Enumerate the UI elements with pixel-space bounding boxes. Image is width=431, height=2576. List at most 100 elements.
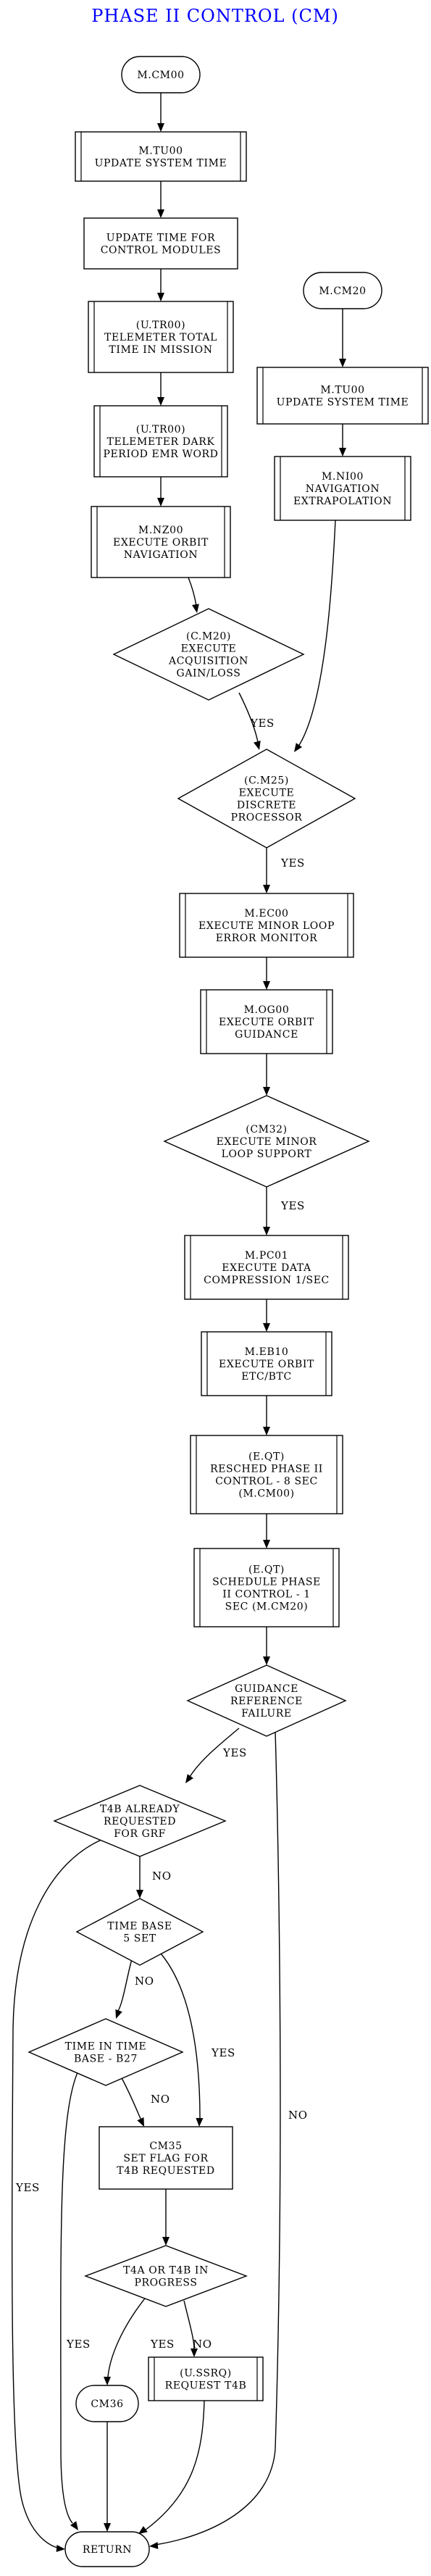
edge-ni00-cm25-line [298, 520, 336, 747]
edge-guidance-t4b-arrowhead [185, 1774, 193, 1783]
edge-ec00-og00-arrowhead [263, 981, 270, 990]
edge-timeinbase-return-line [60, 2070, 79, 2524]
node-m-nz00-label-0: M.NZ00 [138, 525, 183, 536]
node-return: RETURN [64, 2531, 150, 2567]
edge-cm35-t4a-arrowhead [162, 2237, 170, 2246]
edge-t4a-ussrq-arrowhead [191, 2348, 198, 2357]
node-c-m25-label-3: PROCESSOR [231, 812, 303, 824]
edge-label-c-m25-yes: YES [280, 856, 305, 870]
node-t4b-requested-label-0: T4B ALREADY [100, 1804, 180, 1815]
node-c-m20-label-0: (C.M20) [186, 631, 231, 643]
node-t4b-requested-label-1: REQUESTED [104, 1816, 176, 1827]
edge-timeinbase-return [60, 2070, 79, 2530]
node-time-base-label-0: TIME BASE [107, 1921, 172, 1933]
node-t4a-t4b-label-0: T4A OR T4B IN [123, 2265, 209, 2277]
node-m-ni00-label-0: M.NI00 [322, 471, 364, 483]
edge-tu00b-ni00 [339, 424, 346, 457]
node-c-m25-label-0: (C.M25) [244, 775, 289, 787]
edge-eqt8-eqt1-arrowhead [263, 1540, 270, 1548]
edges [11, 93, 346, 2552]
edge-guidance-return [149, 1730, 281, 2549]
edge-timebase-timeinbase-line [117, 1959, 133, 2012]
edge-guidance-return-line [154, 1730, 281, 2546]
node-m-eb10-label-2: ETC/BTC [241, 1371, 292, 1383]
node-m-tu00-a-label-0: M.TU00 [138, 146, 183, 157]
node-m-og00-box [200, 989, 333, 1054]
node-m-ec00-label-1: EXECUTE MINOR LOOP [198, 920, 335, 932]
edge-tu00-updatetime [157, 181, 164, 218]
node-guidance-ref-diamond [186, 1664, 347, 1737]
edge-nz00-cm20 [188, 577, 199, 613]
edge-pc01-eb10 [263, 1299, 270, 1332]
node-e-qt-8-box [190, 1435, 343, 1514]
node-e-qt-8-label-0: (E.QT) [248, 1451, 285, 1463]
node-c-m20-label-2: ACQUISITION [168, 656, 248, 667]
node-e-qt-1-label-2: II CONTROL - 1 [222, 1589, 311, 1601]
node-u-ssrq-label-0: (U.SSRQ) [180, 2368, 232, 2380]
node-m-cm20-terminal [303, 272, 382, 309]
edge-cm00-tu00-arrowhead [157, 123, 164, 132]
edge-t4a-cm36 [104, 2298, 146, 2385]
edge-cm00-tu00 [157, 93, 164, 132]
node-m-ec00-label-2: ERROR MONITOR [216, 933, 318, 944]
node-m-ni00-label-2: EXTRAPOLATION [293, 496, 392, 507]
edge-update-total [157, 269, 164, 301]
node-m-pc01-box [184, 1235, 349, 1300]
node-c-m25-label-2: DISCRETE [237, 800, 296, 812]
edge-label-guidance-yes: YES [222, 1746, 247, 1759]
edge-label-guidance-no: NO [288, 2109, 308, 2122]
node-e-qt-1-box [193, 1548, 340, 1627]
edge-cm35-t4a [162, 2189, 170, 2246]
edge-timeinbase-cm35-arrowhead [137, 2117, 144, 2127]
node-m-nz00-label-1: EXECUTE ORBIT [113, 537, 209, 549]
node-update-time-box [83, 217, 238, 270]
edge-total-dark-arrowhead [157, 397, 164, 406]
edge-ussrq-return-line [144, 2400, 205, 2531]
edge-tu00-updatetime-arrowhead [157, 209, 164, 218]
node-time-in-base-label-1: BASE - B27 [74, 2054, 138, 2065]
edge-timeinbase-cm35 [120, 2076, 144, 2127]
node-c-m25-diamond [177, 749, 356, 849]
node-m-tu00-b-label-1: UPDATE SYSTEM TIME [277, 397, 409, 409]
node-e-qt-8-label-3: (M.CM00) [238, 1488, 294, 1500]
node-m-nz00-box [91, 506, 231, 578]
edge-timeinbase-cm35-line [120, 2076, 141, 2119]
node-t4a-t4b-label-1: PROGRESS [134, 2277, 197, 2289]
node-return-label-0: RETURN [83, 2544, 132, 2556]
edge-timebase-cm35-arrowhead [196, 2117, 204, 2127]
edge-t4b-return-line [11, 1839, 102, 2548]
edge-ni00-cm25 [294, 520, 336, 752]
node-cm35-box [99, 2126, 233, 2190]
node-m-cm20: M.CM20 [303, 272, 382, 309]
edge-timebase-timeinbase [115, 1959, 133, 2019]
node-c-m20-label-3: GAIN/LOSS [177, 668, 241, 680]
edge-mcm20-tu00b-arrowhead [339, 359, 346, 367]
edge-label-c-m20-yes: YES [250, 717, 275, 730]
edge-label-cm32-yes: YES [280, 1199, 305, 1212]
edge-label-time-base-yes: YES [211, 2046, 235, 2059]
edge-tu00b-ni00-arrowhead [339, 448, 346, 457]
node-u-tr00-total-label-2: TIME IN MISSION [109, 344, 212, 356]
node-m-cm00: M.CM00 [121, 56, 201, 93]
node-cm32-diamond [163, 1095, 370, 1188]
node-m-tu00-b-label-0: M.TU00 [320, 385, 364, 396]
edge-update-total-arrowhead [157, 293, 164, 301]
edge-timeinbase-return-arrowhead [70, 2521, 78, 2530]
edge-guidance-t4b [185, 1727, 240, 1783]
node-m-og00-label-0: M.OG00 [244, 1004, 290, 1016]
node-m-eb10-label-1: EXECUTE ORBIT [219, 1359, 314, 1370]
edge-cm36-return [104, 2422, 111, 2532]
node-m-eb10-label-0: M.EB10 [245, 1346, 289, 1358]
edge-t4b-return [11, 1839, 102, 2552]
